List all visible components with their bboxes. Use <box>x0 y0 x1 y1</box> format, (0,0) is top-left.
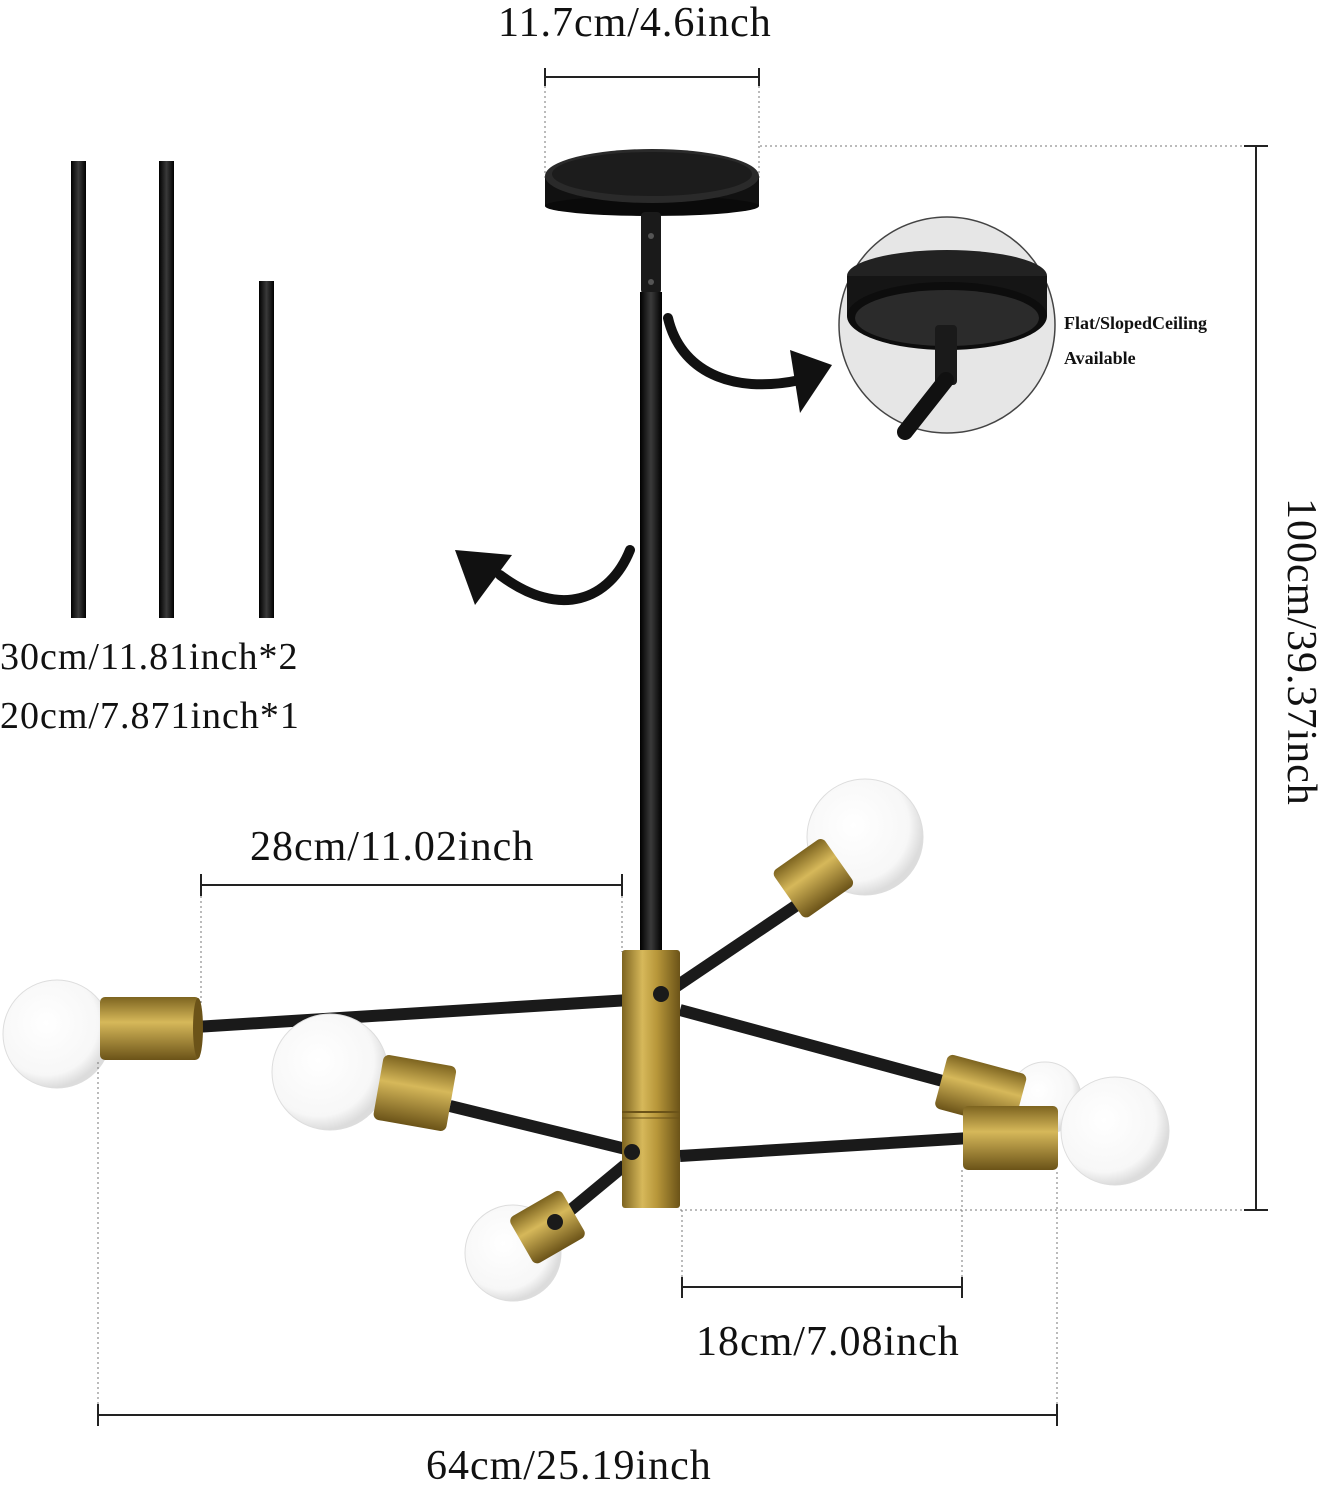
rod-length-line1: 30cm/11.81inch*2 <box>0 636 299 678</box>
total-width-dimension-line <box>97 1062 1058 1426</box>
sloped-ceiling-detail <box>838 216 1056 440</box>
arrow-to-ceiling-detail-icon <box>663 313 832 413</box>
total-height-label: 100cm/39.37inch <box>1278 498 1324 806</box>
downrod <box>640 292 662 952</box>
total-width-label: 64cm/25.19inch <box>426 1443 712 1489</box>
ceiling-canopy <box>545 149 759 294</box>
arms <box>194 898 971 1228</box>
arm-offset-dimension-line <box>681 1170 963 1298</box>
light-bulbs <box>2 778 1170 1302</box>
arm-length-dimension-line <box>200 874 623 1010</box>
rod-length-line2: 20cm/7.871inch*1 <box>0 695 300 737</box>
canopy-dimension-line <box>544 68 760 178</box>
extension-rods <box>71 161 274 618</box>
arm-offset-label: 18cm/7.08inch <box>696 1319 960 1365</box>
ceiling-note-line1: Flat/SlopedCeiling <box>1064 313 1208 333</box>
brass-hub <box>622 950 680 1208</box>
arrow-to-rods-icon <box>455 545 635 605</box>
ceiling-note-line2: Available <box>1064 348 1136 368</box>
arm-length-label: 28cm/11.02inch <box>250 824 535 870</box>
height-dimension-line <box>680 145 1268 1211</box>
canopy-width-label: 11.7cm/4.6inch <box>498 0 772 46</box>
